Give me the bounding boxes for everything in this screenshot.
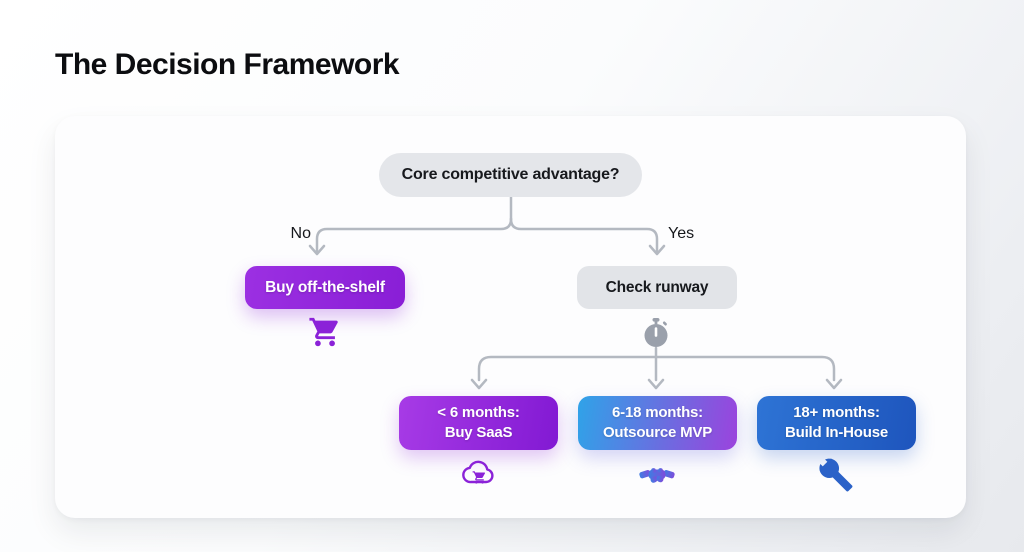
outcome-line2: Outsource MVP bbox=[602, 424, 713, 441]
page-title: The Decision Framework bbox=[55, 48, 400, 81]
check-runway-node: Check runway bbox=[577, 266, 737, 309]
outcome-line1: 18+ months: bbox=[793, 404, 880, 422]
outcome-line2: Buy SaaS bbox=[444, 424, 513, 441]
decision-framework-card: Core competitive advantage? No Yes Buy o… bbox=[55, 116, 966, 518]
buy-off-the-shelf-node: Buy off-the-shelf bbox=[245, 266, 405, 309]
tools-icon bbox=[819, 458, 853, 492]
shopping-cart-icon bbox=[309, 317, 338, 347]
handshake-icon bbox=[639, 468, 675, 483]
stopwatch-icon bbox=[644, 318, 668, 347]
outcome-outsource-mvp-node: 6-18 months: Outsource MVP bbox=[578, 396, 737, 450]
outcome-build-in-house-node: 18+ months: Build In-House bbox=[757, 396, 916, 450]
branch-label-yes: Yes bbox=[668, 225, 695, 242]
outcome-line1: 6-18 months: bbox=[612, 404, 703, 422]
root-question-node: Core competitive advantage? bbox=[379, 153, 642, 197]
branch-label-no: No bbox=[290, 225, 311, 242]
outcome-line1: < 6 months: bbox=[437, 404, 520, 422]
outcome-buy-saas-node: < 6 months: Buy SaaS bbox=[399, 396, 558, 450]
outcome-line2: Build In-House bbox=[784, 424, 889, 441]
cloud-cart-icon bbox=[462, 460, 494, 484]
flow-connectors bbox=[308, 195, 843, 390]
